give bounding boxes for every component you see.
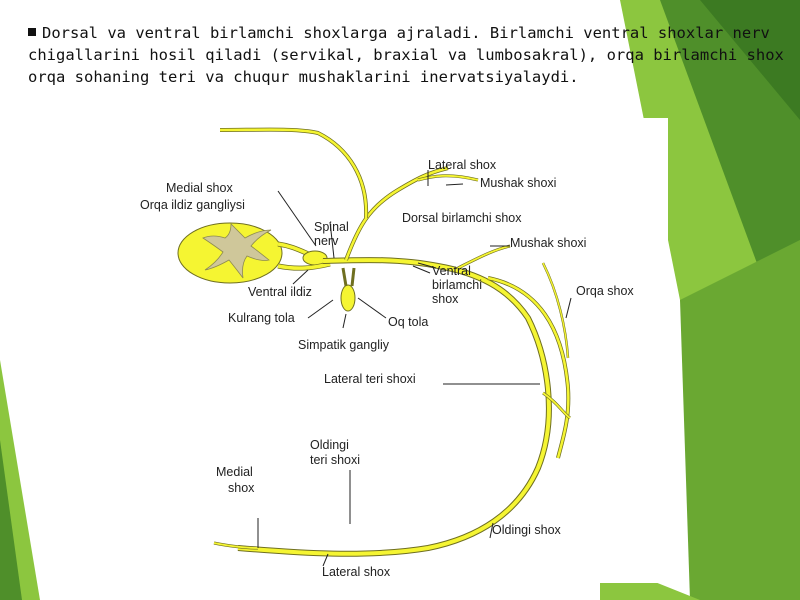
posterior-branch <box>487 276 571 459</box>
label-ventral-ildiz: Ventral ildiz <box>248 285 312 299</box>
label-ventral-line1: Ventral <box>432 264 471 278</box>
spinal-nerve-trunk <box>237 257 552 557</box>
bullet-icon <box>28 28 36 36</box>
label-orqa-ildiz-gangliysi: Orqa ildiz gangliysi <box>140 198 245 212</box>
label-lateral-teri-shoxi: Lateral teri shoxi <box>324 372 416 386</box>
paragraph-text: Dorsal va ventral birlamchi shoxlarga aj… <box>28 24 784 86</box>
spinal-nerve-diagram: Medial shox Orqa ildiz gangliysi Spinal … <box>118 118 668 583</box>
label-oldingi-teri-line1: Oldingi <box>310 438 349 452</box>
gray-matter <box>202 223 272 279</box>
label-oq-tola: Oq tola <box>388 315 429 329</box>
label-spinal-nerv-line2: nerv <box>314 234 339 248</box>
label-kulrang-tola: Kulrang tola <box>228 311 295 325</box>
label-ventral-line2: birlamchi <box>432 278 483 292</box>
label-simpatik-gangliy: Simpatik gangliy <box>298 338 390 352</box>
label-ventral-line3: shox <box>432 292 459 306</box>
label-oldingi-shox: Oldingi shox <box>492 523 561 537</box>
label-lateral-shox-bottom: Lateral shox <box>322 565 391 579</box>
label-medial-shox-bottom-line2: shox <box>228 481 255 495</box>
label-oldingi-teri-line2: teri shoxi <box>310 453 361 467</box>
nerve-drawing <box>177 127 572 567</box>
sympathetic-ganglion <box>340 284 356 312</box>
label-medial-shox-top: Medial shox <box>166 181 233 195</box>
label-lateral-shox-top: Lateral shox <box>428 158 497 172</box>
description-paragraph: Dorsal va ventral birlamchi shoxlarga aj… <box>28 22 788 88</box>
label-orqa-shox: Orqa shox <box>576 284 634 298</box>
label-dorsal-birlamchi-shox: Dorsal birlamchi shox <box>402 211 522 225</box>
label-mushak-shoxi-1: Mushak shoxi <box>480 176 557 190</box>
label-spinal-nerv-line1: Spinal <box>314 220 349 234</box>
label-medial-shox-bottom-line1: Medial <box>216 465 253 479</box>
label-mushak-shoxi-2: Mushak shoxi <box>510 236 587 250</box>
